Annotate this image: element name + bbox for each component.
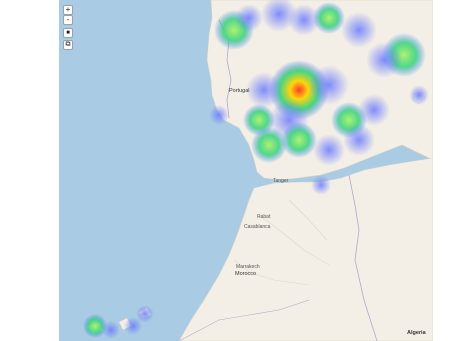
heatmap-layer xyxy=(83,0,429,339)
heat-spot xyxy=(209,105,229,125)
heat-spot xyxy=(358,94,390,126)
road-2 xyxy=(233,259,310,286)
road-1 xyxy=(258,214,330,266)
layers-button[interactable]: ■ xyxy=(63,28,73,38)
heat-spot xyxy=(102,321,120,339)
morocco-algeria-border xyxy=(348,174,378,341)
heat-spot xyxy=(313,2,345,34)
zoom-in-button[interactable]: + xyxy=(63,5,73,15)
heat-spot xyxy=(309,65,349,105)
heat-spot xyxy=(366,42,402,78)
label-tanger: Tanger xyxy=(273,178,289,184)
heat-spot xyxy=(235,4,263,32)
heat-spot xyxy=(313,134,345,166)
heat-spot xyxy=(246,72,282,108)
heat-spot xyxy=(343,124,375,156)
heat-spot xyxy=(409,85,429,105)
heat-spot xyxy=(136,305,154,323)
heat-spot xyxy=(281,122,317,158)
label-morocco: Morocco xyxy=(235,271,257,277)
label-rabat: Rabat xyxy=(257,214,271,220)
road-3 xyxy=(288,199,328,241)
zoom-out-button[interactable]: - xyxy=(63,15,73,25)
heat-spot xyxy=(83,314,107,338)
heat-spot xyxy=(311,175,331,195)
label-algeria: Algeria xyxy=(407,330,426,336)
heat-spot xyxy=(251,127,287,163)
fullscreen-button[interactable]: ⧉ xyxy=(63,40,73,50)
map-view[interactable]: Portugal Tanger Rabat Casablanca Marrake… xyxy=(59,0,433,341)
label-portugal: Portugal xyxy=(229,88,250,94)
label-casablanca: Casablanca xyxy=(244,224,271,230)
heat-spot xyxy=(341,12,377,48)
heat-spot xyxy=(261,0,297,32)
label-marrakech: Marrakech xyxy=(236,264,260,270)
heat-spot xyxy=(124,317,142,335)
morocco-south-border xyxy=(178,299,310,341)
africa-land xyxy=(178,157,433,341)
map-canvas[interactable] xyxy=(59,0,433,341)
heat-spot xyxy=(288,4,320,36)
